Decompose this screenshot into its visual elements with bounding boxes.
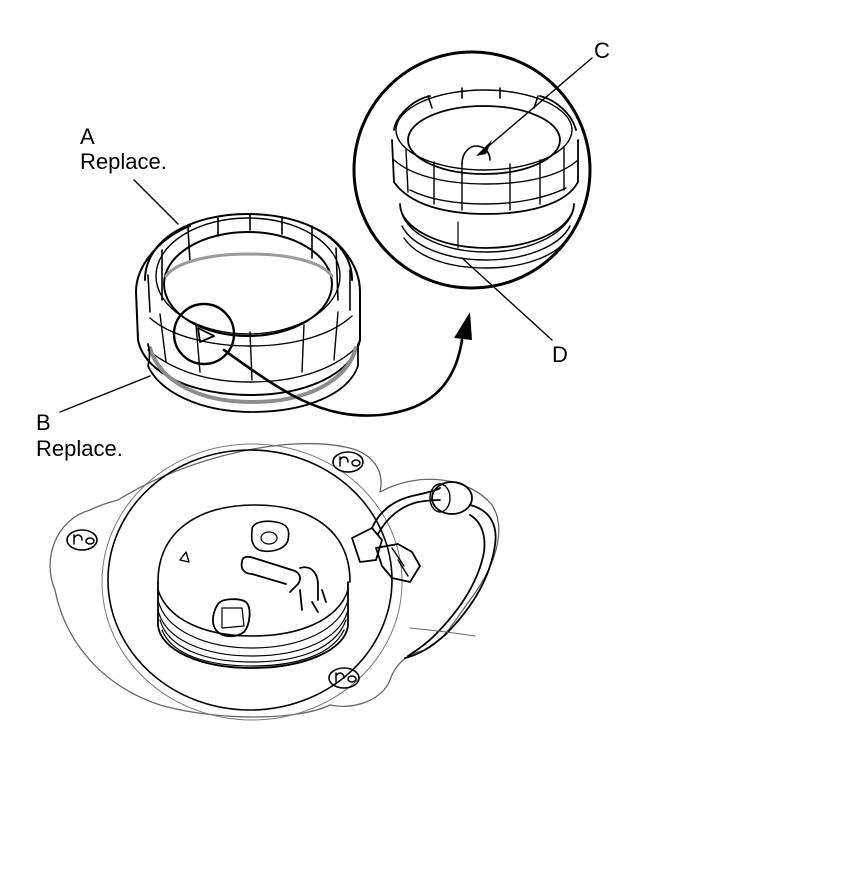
detail-arrow bbox=[222, 338, 464, 417]
detail-view bbox=[352, 50, 592, 290]
fuel-tank-base-plate bbox=[49, 442, 500, 721]
lock-ring-a bbox=[135, 213, 361, 413]
callout-c-letter: C bbox=[594, 38, 610, 63]
leader-line-b bbox=[59, 375, 151, 413]
pump-connector-harness bbox=[351, 481, 497, 659]
leader-line-c bbox=[483, 57, 593, 151]
callout-a-letter: A bbox=[80, 124, 95, 149]
leader-line-d bbox=[461, 257, 553, 341]
pump-module bbox=[157, 504, 351, 669]
leader-arrow-c bbox=[476, 140, 492, 156]
detail-arrowhead bbox=[454, 312, 472, 340]
detail-marker-circle bbox=[172, 302, 236, 366]
callout-d-letter: D bbox=[552, 342, 568, 367]
seal-ring-b bbox=[148, 346, 358, 404]
leader-line-a bbox=[133, 179, 179, 225]
callout-b-note: Replace. bbox=[36, 436, 123, 461]
callout-b-letter: B bbox=[36, 410, 51, 435]
callout-a-note: Replace. bbox=[80, 149, 167, 174]
bolt-nut-icon bbox=[66, 451, 364, 689]
